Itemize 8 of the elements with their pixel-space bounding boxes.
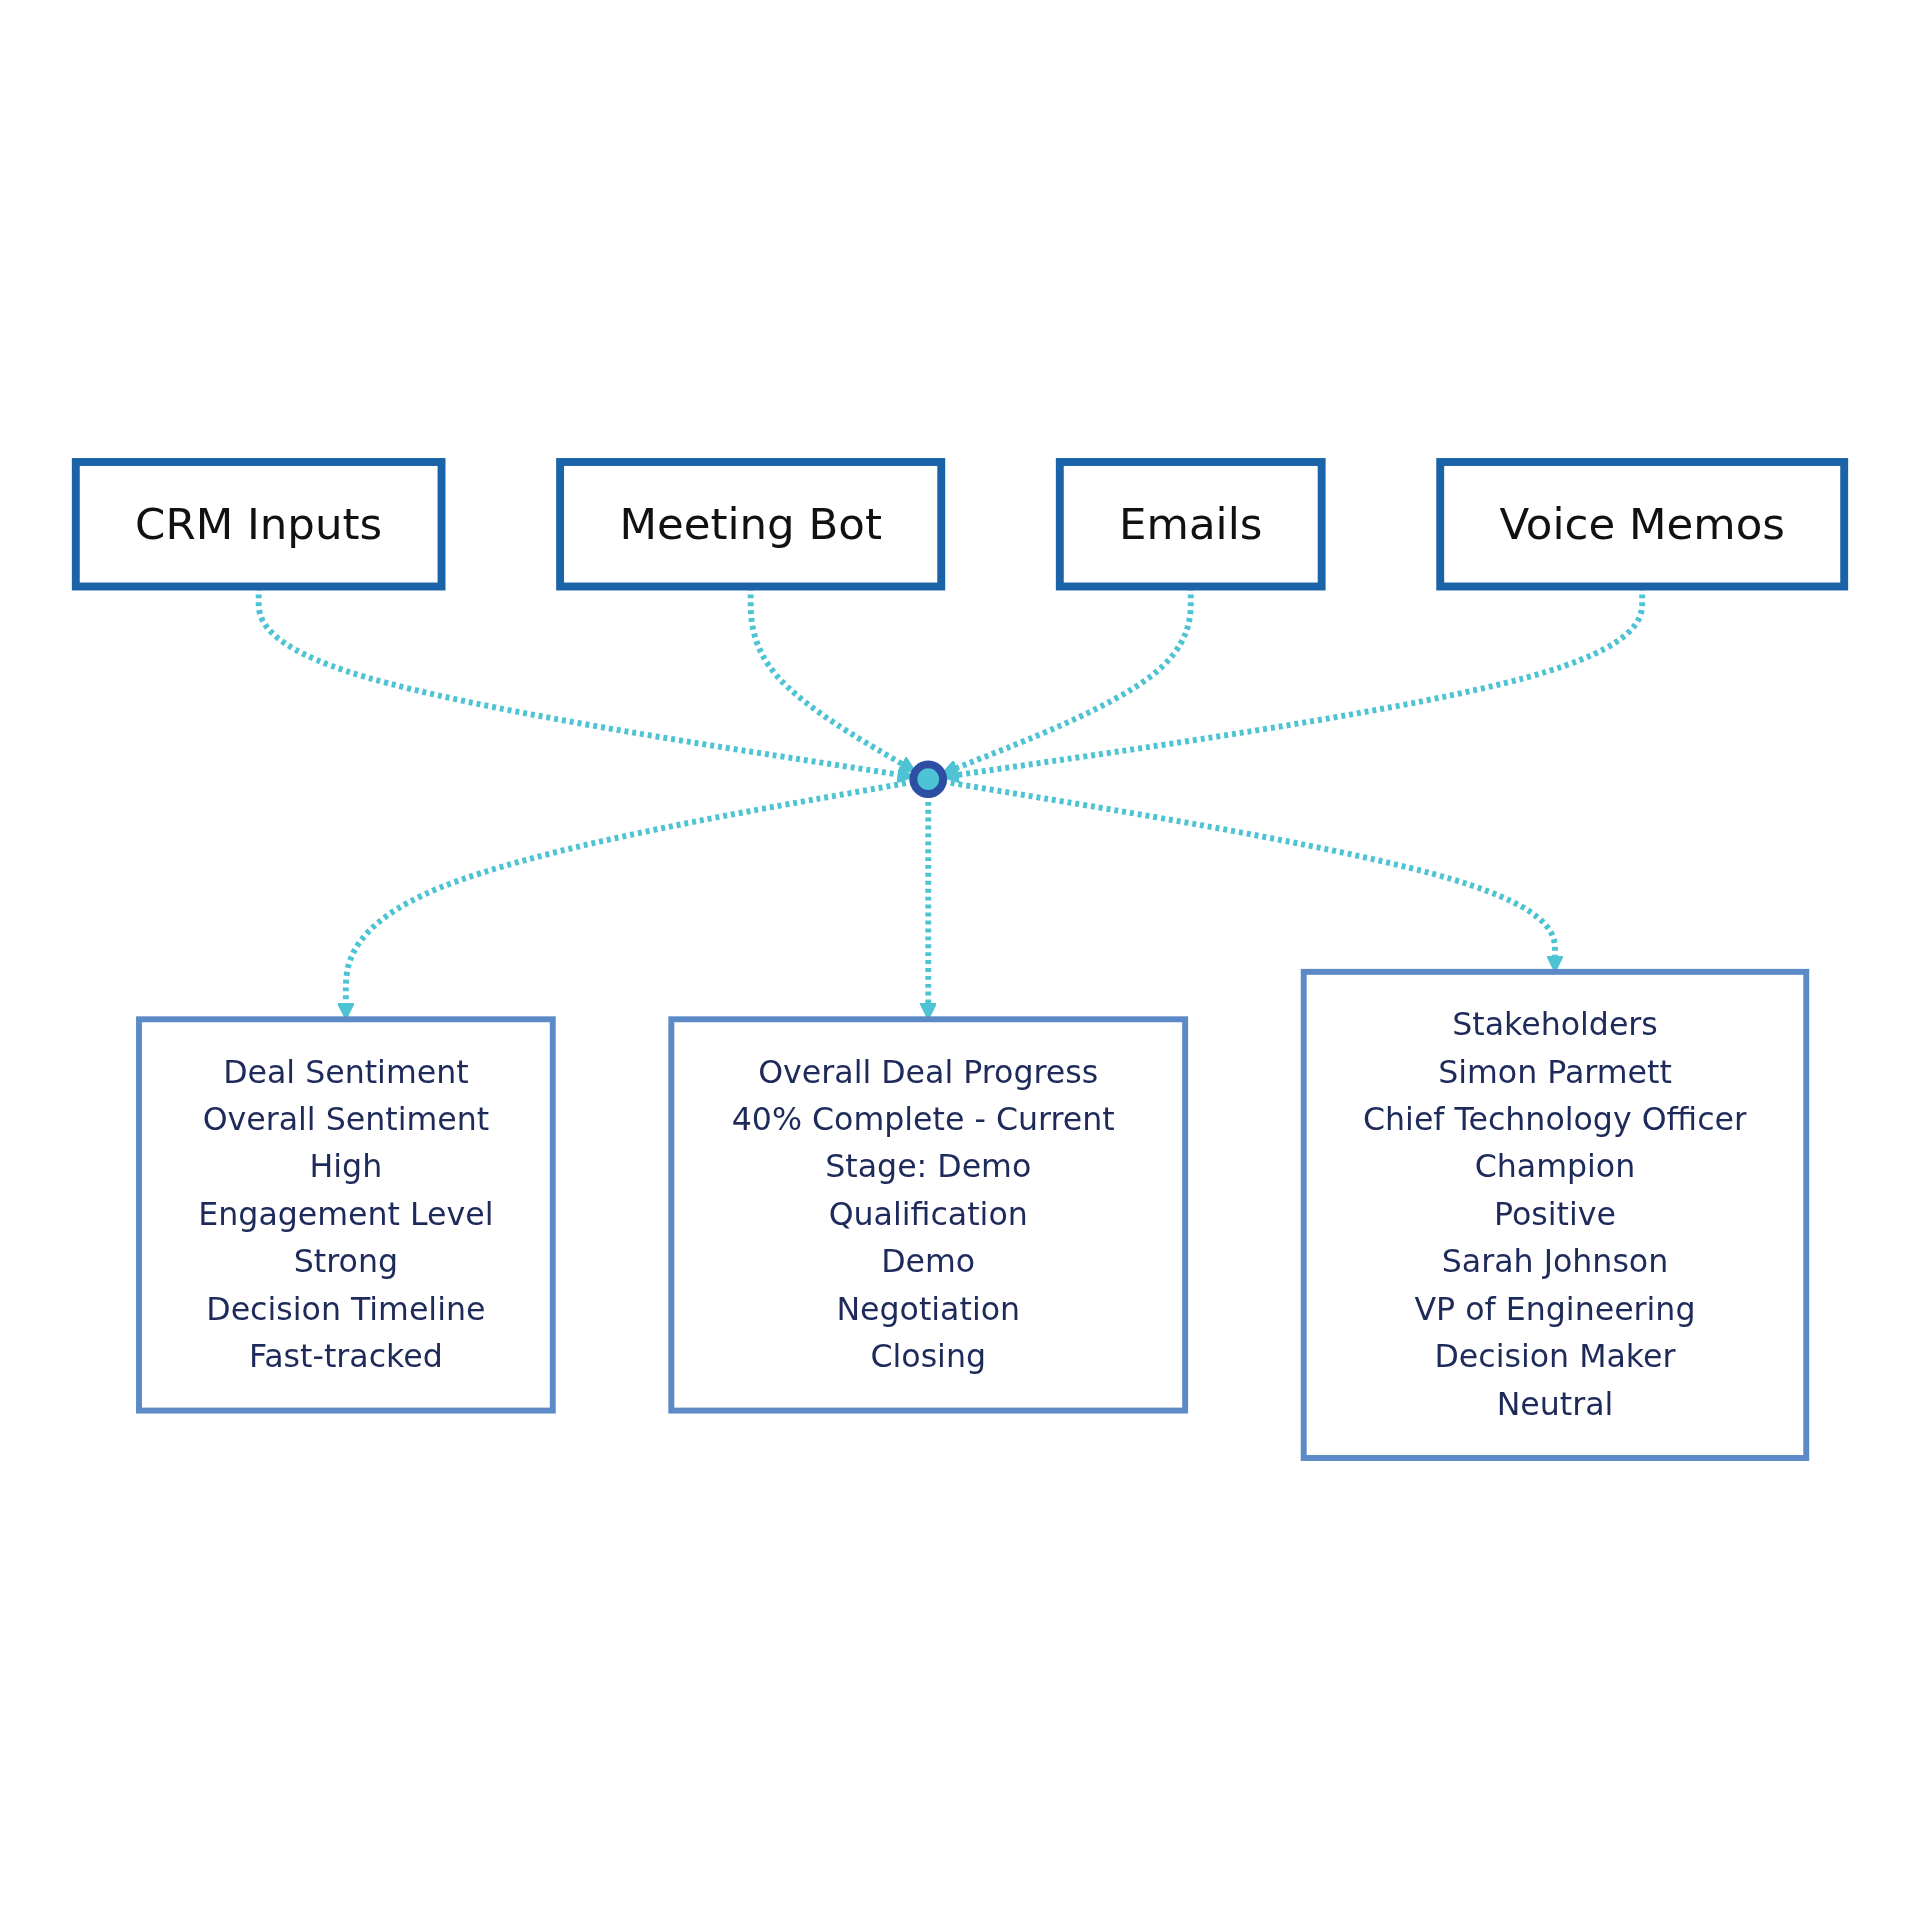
node-box: CRM Inputs	[71, 458, 446, 591]
node-box: Voice Memos	[1436, 458, 1849, 591]
node-box: Emails	[1055, 458, 1326, 591]
node-box: Overall Deal Progress 40% Complete - Current Stage: Demo Qualification Demo Negotiation Closing	[668, 1016, 1189, 1414]
node-box: Deal Sentiment Overall Sentiment High Engagement Level Strong Decision Timeline Fast-tracked	[136, 1016, 556, 1414]
node-picture	[909, 760, 947, 798]
node-box: Stakeholders Simon Parmett Chief Technology Officer Champion Positive Sarah Johnson VP of Engineering Decision Maker Neutral	[1300, 968, 1810, 1461]
node-box: Meeting Bot	[556, 458, 946, 591]
